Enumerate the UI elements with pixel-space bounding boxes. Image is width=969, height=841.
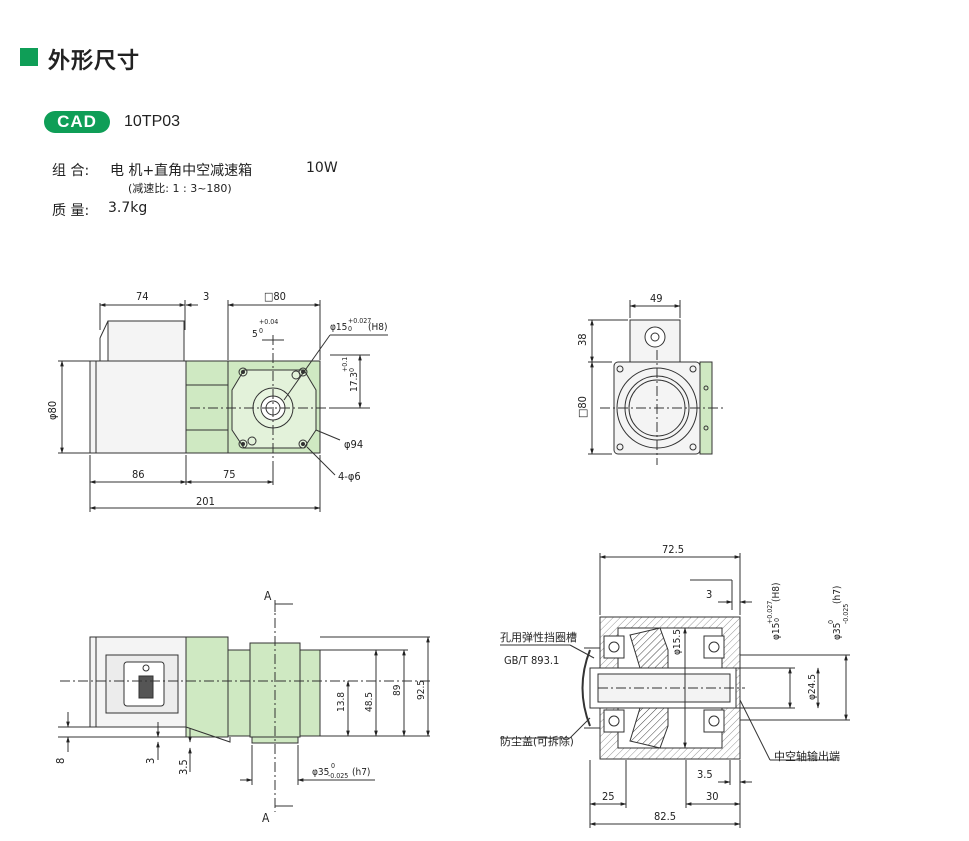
svg-text:75: 75 <box>223 468 236 481</box>
svg-text:+0.04: +0.04 <box>259 318 278 326</box>
svg-text:(H8): (H8) <box>771 582 782 602</box>
svg-text:13.8: 13.8 <box>336 692 347 712</box>
front-view-drawing <box>58 300 388 512</box>
ratio-value: (减速比: 1 : 3~180) <box>128 182 232 195</box>
svg-text:201: 201 <box>196 495 215 508</box>
svg-text:□80: □80 <box>576 396 589 418</box>
svg-text:□80: □80 <box>264 290 286 303</box>
svg-text:(H8): (H8) <box>368 322 388 333</box>
svg-text:3.5: 3.5 <box>177 759 190 775</box>
svg-text:φ94: φ94 <box>344 438 363 451</box>
cad-button[interactable]: CAD <box>44 111 110 133</box>
side-view-dimensions: 49 38 □80 <box>576 292 663 418</box>
svg-text:φ15.5: φ15.5 <box>672 629 683 655</box>
svg-text:+0.027: +0.027 <box>348 317 371 325</box>
svg-text:φ24.5: φ24.5 <box>807 674 818 700</box>
front-view-dimensions: 74 3 □80 5 +0.04 0 φ15 +0.027 0 (H8) 17.… <box>46 290 388 508</box>
combo-label: 组 合: <box>52 163 90 179</box>
bottom-view-drawing <box>58 600 430 812</box>
svg-text:0: 0 <box>827 620 835 624</box>
svg-text:φ15: φ15 <box>330 322 347 333</box>
svg-text:8: 8 <box>54 758 67 764</box>
svg-text:-0.025: -0.025 <box>328 772 348 780</box>
svg-text:92.5: 92.5 <box>416 680 427 700</box>
svg-text:4-φ6: 4-φ6 <box>338 470 361 483</box>
svg-text:0: 0 <box>348 368 356 372</box>
svg-text:-0.025: -0.025 <box>842 604 850 624</box>
svg-text:(h7): (h7) <box>352 767 370 778</box>
svg-text:48.5: 48.5 <box>364 692 375 712</box>
svg-text:30: 30 <box>706 790 719 803</box>
svg-text:φ80: φ80 <box>46 401 59 420</box>
hollow-shaft-label: 中空轴输出端 <box>774 749 840 763</box>
svg-text:86: 86 <box>132 468 145 481</box>
svg-text:25: 25 <box>602 790 615 803</box>
combo-value: 电 机+直角中空减速箱 <box>110 163 253 179</box>
bottom-view-dimensions: A A 8 3 3.5 13.8 48.5 89 92.5 φ35 0 -0.0… <box>54 589 427 825</box>
mass-value: 3.7kg <box>108 200 148 216</box>
svg-text:3.5: 3.5 <box>697 768 713 781</box>
svg-text:5: 5 <box>252 329 258 340</box>
title-square-icon <box>20 48 38 66</box>
mass-label: 质 量: <box>52 203 90 219</box>
svg-text:φ35: φ35 <box>312 767 329 778</box>
standard-label: GB/T 893.1 <box>504 654 559 667</box>
svg-text:φ15: φ15 <box>771 623 782 640</box>
svg-text:3: 3 <box>203 290 209 303</box>
retaining-ring-label: 孔用弹性挡圈槽 <box>500 630 577 644</box>
svg-text:0: 0 <box>259 327 263 335</box>
svg-text:82.5: 82.5 <box>654 810 676 823</box>
svg-text:(h7): (h7) <box>832 586 843 604</box>
dust-cover-label: 防尘盖(可拆除) <box>500 734 574 748</box>
power-value: 10W <box>306 160 338 176</box>
svg-text:3: 3 <box>706 588 712 601</box>
svg-text:89: 89 <box>392 684 403 696</box>
page-title: 外形尺寸 <box>48 49 141 74</box>
section-view-dimensions: 72.5 3 φ15 +0.027 0 (H8) φ35 0 -0.025 (h… <box>500 543 850 823</box>
svg-text:38: 38 <box>576 333 589 346</box>
svg-text:+0.027: +0.027 <box>766 601 774 624</box>
svg-text:0: 0 <box>331 762 335 770</box>
svg-text:0: 0 <box>773 618 781 622</box>
svg-text:74: 74 <box>136 290 149 303</box>
svg-text:3: 3 <box>144 758 157 764</box>
svg-text:+0.1: +0.1 <box>341 357 349 372</box>
svg-text:72.5: 72.5 <box>662 543 684 556</box>
svg-text:49: 49 <box>650 292 663 305</box>
svg-text:A: A <box>262 811 270 825</box>
svg-text:φ35: φ35 <box>832 623 843 640</box>
side-view-drawing <box>588 300 725 465</box>
svg-text:0: 0 <box>348 325 352 333</box>
svg-text:A: A <box>264 589 272 603</box>
section-view-drawing <box>500 553 850 828</box>
model-number: 10TP03 <box>124 113 181 130</box>
svg-text:17.3: 17.3 <box>349 372 360 392</box>
